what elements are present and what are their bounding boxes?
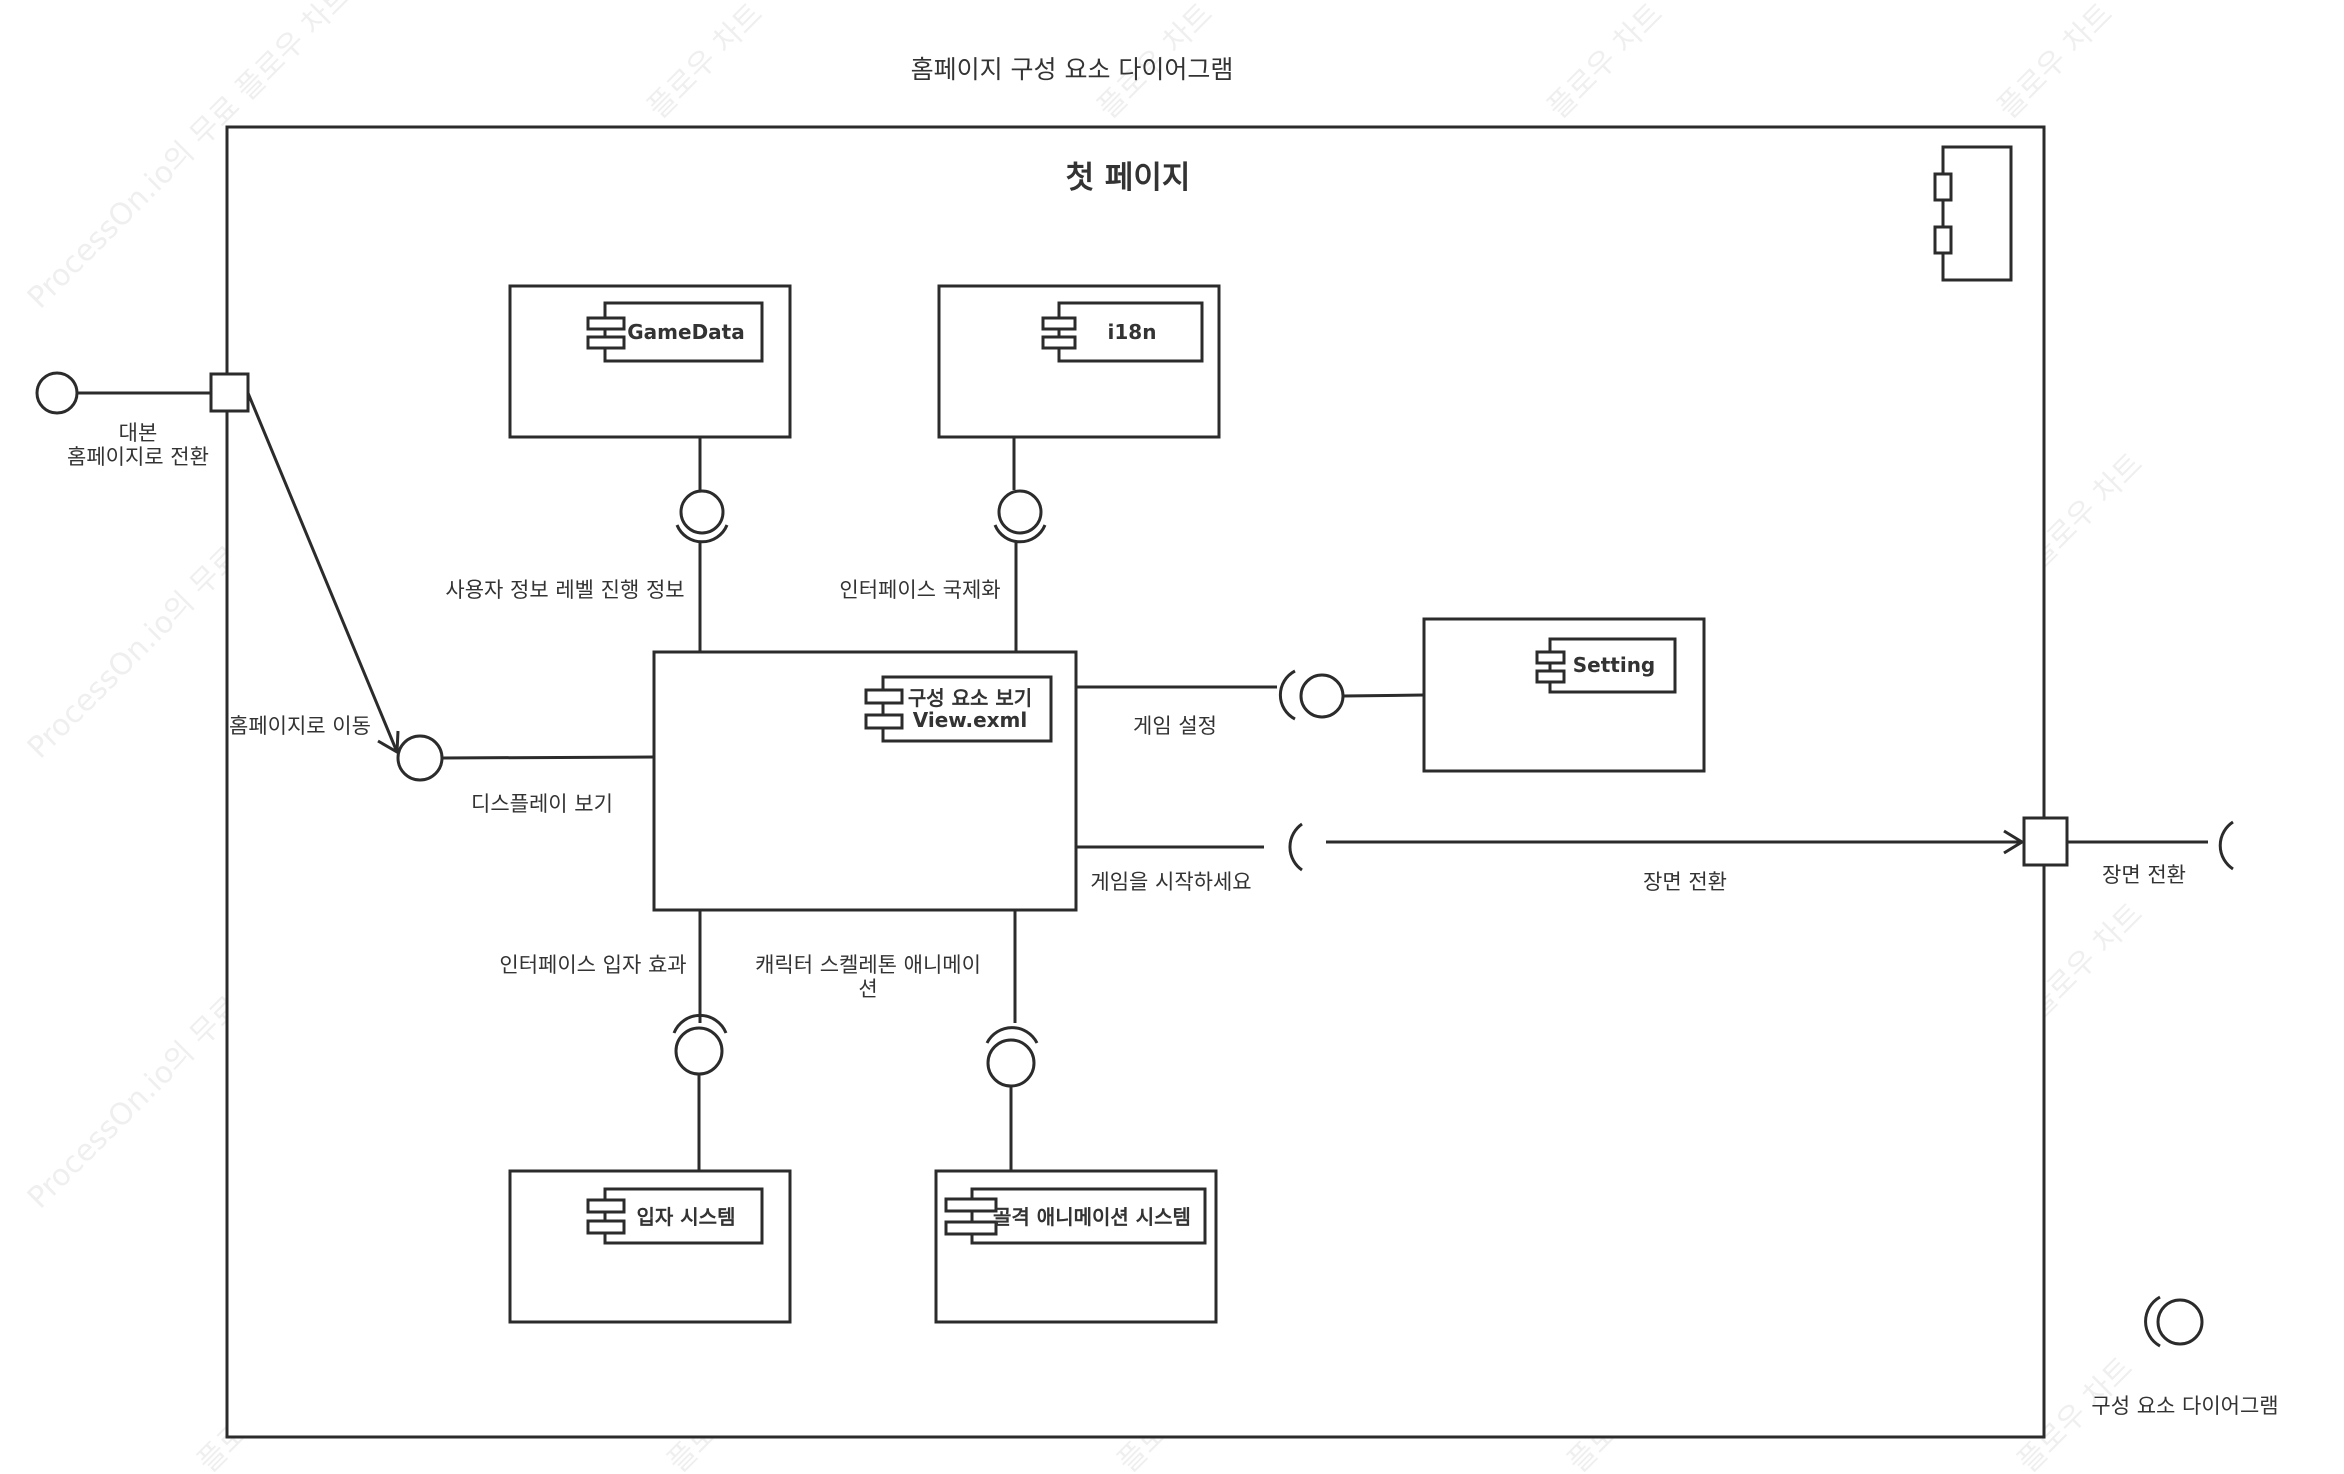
component-icon [944, 1197, 998, 1213]
component-icon [1041, 335, 1077, 350]
component-icon [586, 335, 626, 350]
required-interface-socket [1278, 669, 1296, 721]
view-component-box [881, 675, 1053, 743]
provided-interface-circle[interactable] [679, 489, 725, 535]
particle-system-box [603, 1187, 764, 1245]
required-interface-socket [1288, 822, 1303, 872]
component-icon [944, 1220, 998, 1236]
setting-component-box [1548, 637, 1677, 694]
component-icon [864, 688, 904, 705]
required-interface-socket [672, 1013, 728, 1034]
legend-interface-circle [2156, 1298, 2204, 1346]
frame-title: 첫 페이지 [1066, 160, 1191, 196]
start-game-label: 게임을 시작하세요 [1090, 870, 1251, 894]
particle-system-name: 입자 시스템 [637, 1205, 736, 1229]
legend-label: 구성 요소 다이어그램 [2091, 1394, 2278, 1418]
required-interface-socket [2218, 820, 2234, 871]
required-interface-socket [675, 524, 729, 544]
view-component-name: 구성 요소 보기 [908, 686, 1032, 710]
watermark: 플로우 차트 [1991, 0, 2120, 126]
component-icon [1933, 145, 2013, 282]
external-interface-circle[interactable] [35, 371, 79, 415]
i18n-component-box [1057, 301, 1204, 363]
connector-line [441, 755, 655, 760]
required-interface-socket [985, 1026, 1039, 1044]
provided-interface-circle[interactable] [997, 489, 1043, 535]
arrowhead [2003, 829, 2025, 855]
arrowhead [377, 730, 400, 755]
delegation-line [246, 392, 399, 753]
move-home-label: 홈페이지로 이동 [229, 714, 371, 738]
component-icon [1041, 316, 1077, 331]
script-label: 대본 [119, 421, 158, 445]
gamedata-name: GameData [627, 320, 744, 344]
diagram-title: 홈페이지 구성 요소 다이어그램 [911, 55, 1234, 84]
user-info-label: 사용자 정보 레벨 진행 정보 [445, 578, 684, 602]
particle-effect-label: 인터페이스 입자 효과 [499, 953, 686, 977]
scene-switch-port-label: 장면 전환 [2102, 863, 2186, 887]
gamedata-component-box [603, 301, 764, 363]
required-interface-socket [993, 524, 1047, 544]
legend-socket [2144, 1295, 2161, 1348]
i18n-name: i18n [1108, 320, 1157, 344]
script-label: 홈페이지로 전환 [67, 445, 209, 469]
component-icon [864, 713, 904, 730]
view-component-file: View.exml [913, 708, 1028, 732]
skeleton-animation-box [970, 1187, 1207, 1245]
component-icon [586, 1219, 626, 1235]
setting-name: Setting [1573, 653, 1656, 677]
watermark: 플로우 차트 [641, 0, 770, 126]
skeleton-anim-label: 션 [858, 977, 877, 1001]
component-icon [1535, 650, 1566, 665]
component-icon [586, 1198, 626, 1214]
skeleton-animation-name: 골격 애니메이션 시스템 [993, 1205, 1191, 1229]
i18n-interface-label: 인터페이스 국제화 [839, 578, 1000, 602]
component-icon [586, 316, 626, 331]
component-icon [1535, 669, 1566, 684]
right-port[interactable] [2022, 816, 2069, 867]
watermark: 플로우 차트 [1541, 0, 1670, 126]
skeleton-anim-label: 캐릭터 스켈레톤 애니메이 [755, 953, 981, 977]
display-view-label: 디스플레이 보기 [471, 792, 613, 816]
left-port[interactable] [209, 372, 250, 413]
scene-switch-label: 장면 전환 [1643, 870, 1727, 894]
connector-line [1342, 693, 1425, 698]
game-setting-label: 게임 설정 [1133, 714, 1217, 738]
